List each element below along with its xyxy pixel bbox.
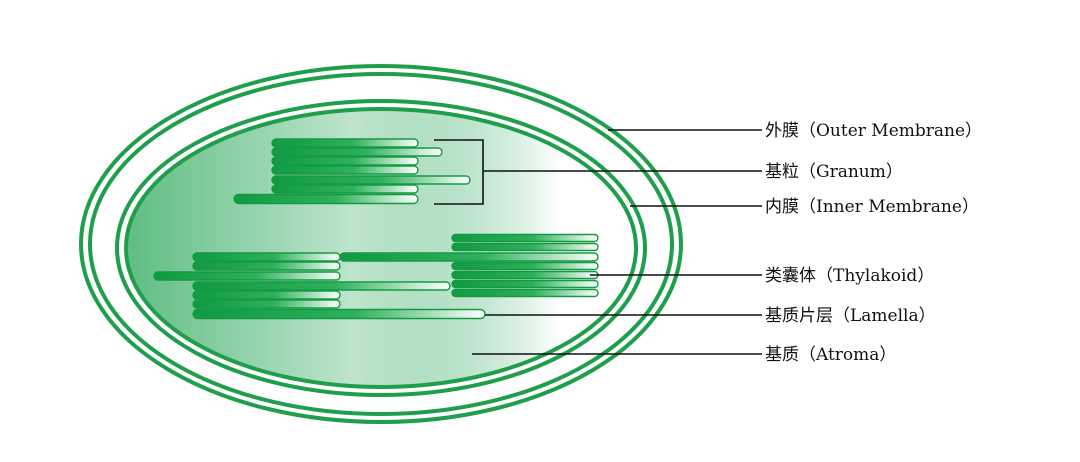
label-inner-membrane: 内膜（Inner Membrane） [765,197,979,217]
thylakoid-disc [271,156,419,166]
thylakoid-disc [451,288,599,298]
thylakoid-discs [153,138,599,320]
thylakoid-disc [271,175,471,185]
label-thylakoid: 类囊体（Thylakoid） [765,266,934,286]
thylakoid-disc [192,290,341,300]
thylakoid-disc [271,184,419,194]
label-lamella: 基质片层（Lamella） [765,306,936,326]
thylakoid-disc [192,299,341,309]
thylakoid-disc [192,261,341,271]
thylakoid-disc [339,252,599,262]
thylakoid-disc [192,308,486,320]
thylakoid-disc [451,279,599,289]
label-outer-membrane: 外膜（Outer Membrane） [765,121,982,141]
thylakoid-disc [271,165,419,175]
outer-membrane [79,64,683,424]
thylakoid-disc [192,281,451,291]
thylakoid-disc [451,242,599,252]
thylakoid-disc [451,233,599,243]
thylakoid-disc [192,252,341,262]
label-stroma: 基质（Atroma） [765,345,896,365]
thylakoid-disc [451,261,599,271]
label-granum: 基粒（Granum） [765,162,903,182]
thylakoid-disc [271,147,443,157]
thylakoid-disc [233,193,419,205]
thylakoid-disc [271,138,419,148]
thylakoid-disc [451,270,599,280]
granum-bracket [434,139,484,205]
thylakoid-disc [153,271,341,281]
leader-lines [472,129,762,355]
